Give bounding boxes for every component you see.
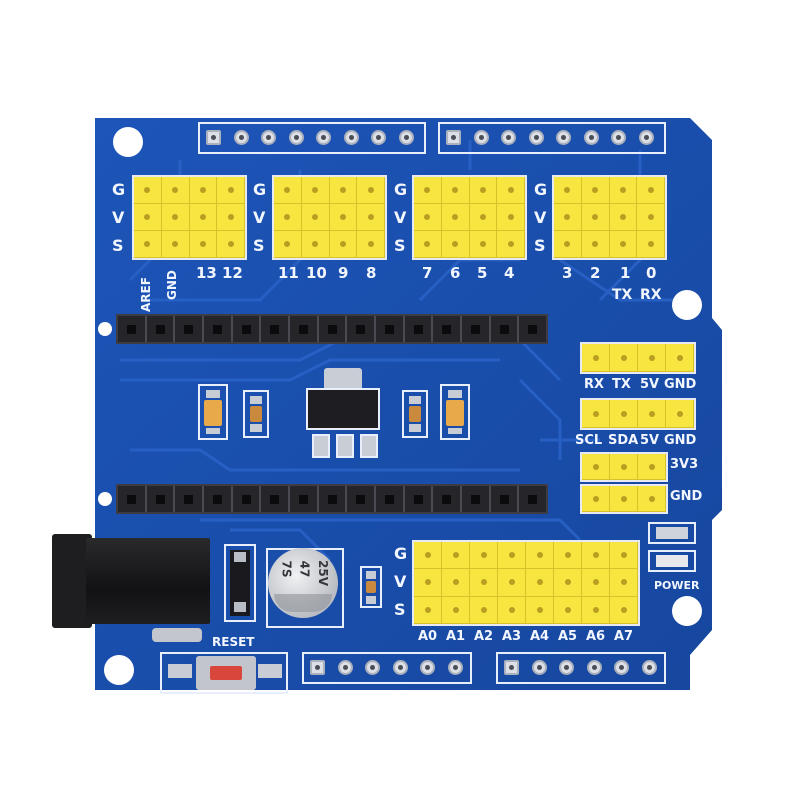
electrolytic-capacitor-body: 7S 47 25V	[268, 548, 338, 618]
label-g-4: G	[534, 180, 548, 199]
label-i2c-sda: SDA	[608, 433, 639, 448]
digital-header-group-1[interactable]	[132, 175, 247, 260]
i2c-header[interactable]	[580, 398, 696, 430]
label-a0: A0	[418, 629, 438, 644]
protection-diode	[224, 544, 256, 622]
label-a7: A7	[614, 629, 634, 644]
label-d9: 9	[338, 264, 349, 282]
label-v-3: V	[394, 208, 407, 227]
label-i2c-5v: 5V	[640, 433, 660, 448]
label-power: POWER	[654, 579, 700, 592]
digital-header-group-4[interactable]	[552, 175, 667, 260]
label-g-2: G	[253, 180, 267, 199]
label-d10: 10	[306, 264, 327, 282]
top-header-right	[438, 122, 666, 154]
tantalum-capacitor-right	[440, 384, 470, 440]
mounting-hole-top-left	[113, 127, 143, 157]
label-s-1: S	[112, 236, 124, 255]
mounting-hole-right-lower	[672, 596, 702, 626]
label-v-analog: V	[394, 572, 407, 591]
label-v-2: V	[253, 208, 266, 227]
mounting-hole-bottom-left	[104, 655, 134, 685]
dc-barrel-jack[interactable]	[52, 532, 212, 642]
label-rx: RX	[640, 287, 662, 303]
label-s-analog: S	[394, 600, 406, 619]
bottom-header-right	[496, 652, 666, 684]
label-d12: 12	[222, 264, 243, 282]
notch-left-lower	[98, 492, 112, 506]
label-d0: 0	[646, 264, 657, 282]
label-gnd-power: GND	[670, 489, 703, 504]
bottom-header-left	[302, 652, 472, 684]
label-a3: A3	[502, 629, 522, 644]
capacitor-marking-2: 47	[297, 560, 312, 578]
analog-header[interactable]	[412, 540, 640, 626]
reset-button[interactable]	[196, 656, 256, 690]
ceramic-capacitor-bottom	[360, 566, 382, 608]
led-resistor	[648, 522, 696, 544]
label-d6: 6	[450, 264, 461, 282]
label-a2: A2	[474, 629, 494, 644]
label-a5: A5	[558, 629, 578, 644]
label-g-3: G	[394, 180, 408, 199]
label-uart-5v: 5V	[640, 377, 660, 392]
digital-header-group-3[interactable]	[412, 175, 527, 260]
mounting-hole-right-upper	[672, 290, 702, 320]
label-uart-gnd: GND	[664, 377, 697, 392]
label-d4: 4	[504, 264, 515, 282]
capacitor-marking-1: 7S	[279, 560, 294, 578]
top-header-left	[198, 122, 426, 154]
nano-socket-bottom-row[interactable]	[116, 484, 548, 514]
label-gnd-top: GND	[165, 270, 179, 300]
label-d8: 8	[366, 264, 377, 282]
label-s-3: S	[394, 236, 406, 255]
nano-socket-top-row[interactable]	[116, 314, 548, 344]
label-d13: 13	[196, 264, 217, 282]
digital-header-group-2[interactable]	[272, 175, 387, 260]
label-a4: A4	[530, 629, 550, 644]
label-v-1: V	[112, 208, 125, 227]
label-a6: A6	[586, 629, 606, 644]
label-d5: 5	[477, 264, 488, 282]
power-led	[648, 550, 696, 572]
label-d2: 2	[590, 264, 601, 282]
label-a1: A1	[446, 629, 466, 644]
label-g-1: G	[112, 180, 126, 199]
label-i2c-scl: SCL	[575, 433, 603, 448]
uart-header[interactable]	[580, 342, 696, 374]
label-uart-rx: RX	[584, 377, 605, 392]
notch-left-upper	[98, 322, 112, 336]
label-d1: 1	[620, 264, 631, 282]
label-d11: 11	[278, 264, 299, 282]
label-g-analog: G	[394, 544, 408, 563]
label-i2c-gnd: GND	[664, 433, 697, 448]
ceramic-capacitor-left	[243, 390, 269, 438]
header-gnd[interactable]	[580, 484, 668, 514]
header-3v3[interactable]	[580, 452, 668, 482]
label-s-4: S	[534, 236, 546, 255]
label-s-2: S	[253, 236, 265, 255]
label-uart-tx: TX	[612, 377, 631, 392]
label-v-4: V	[534, 208, 547, 227]
label-reset: RESET	[212, 635, 255, 649]
tantalum-capacitor-left	[198, 384, 228, 440]
label-aref: AREF	[139, 277, 153, 312]
voltage-regulator	[304, 368, 384, 460]
label-3v3: 3V3	[670, 457, 699, 472]
capacitor-marking-3: 25V	[316, 560, 330, 586]
label-d7: 7	[422, 264, 433, 282]
label-d3: 3	[562, 264, 573, 282]
label-tx: TX	[612, 287, 633, 303]
ceramic-capacitor-right	[402, 390, 428, 438]
reset-button-outline	[160, 652, 288, 694]
